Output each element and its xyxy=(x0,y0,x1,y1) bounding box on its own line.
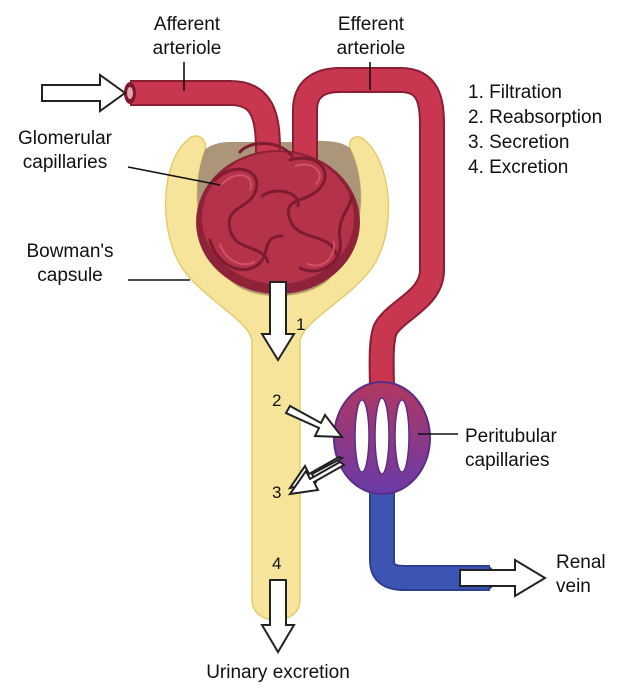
step-3: 3 xyxy=(272,483,281,502)
efferent-label-line1: Efferent xyxy=(338,14,405,35)
bowman-label-line2: capsule xyxy=(37,265,103,286)
step-4: 4 xyxy=(272,554,281,573)
legend-item-secretion: 3. Secretion xyxy=(468,132,569,153)
step-2: 2 xyxy=(272,391,281,410)
afferent-label-line1: Afferent xyxy=(154,14,221,35)
glomerular-label-line1: Glomerular xyxy=(18,128,113,149)
legend-item-filtration: 1. Filtration xyxy=(468,82,562,103)
urinary-excretion-label: Urinary excretion xyxy=(206,662,350,683)
legend-item-excretion: 4. Excretion xyxy=(468,157,568,178)
afferent-inflow-arrow xyxy=(41,73,127,113)
renal-vein-label-line2: vein xyxy=(556,576,591,597)
filtration-arrow xyxy=(260,281,296,362)
step-1: 1 xyxy=(296,315,305,334)
afferent-arteriole xyxy=(124,80,281,175)
secretion-arrow xyxy=(287,455,346,496)
process-legend: 1. Filtration 2. Reabsorption 3. Secreti… xyxy=(468,82,602,178)
glomerular-label-line2: capillaries xyxy=(23,152,107,173)
efferent-arteriole xyxy=(292,67,445,393)
peritubular-capillaries xyxy=(333,380,431,495)
bowman-label-line1: Bowman's xyxy=(26,241,113,262)
afferent-label-line2: arteriole xyxy=(153,38,222,59)
legend-item-reabsorption: 2. Reabsorption xyxy=(468,107,602,128)
excretion-arrow xyxy=(260,579,296,654)
peritubular-label-line2: capillaries xyxy=(465,450,549,471)
peritubular-label-line1: Peritubular xyxy=(465,426,558,447)
renal-vein-outflow-arrow xyxy=(459,558,547,598)
renal-vein-label-line1: Renal xyxy=(556,552,606,573)
efferent-label-line2: arteriole xyxy=(337,38,406,59)
glomerular-leader xyxy=(127,166,221,186)
reabsorption-arrow xyxy=(284,404,345,439)
glomerulus xyxy=(196,141,360,294)
